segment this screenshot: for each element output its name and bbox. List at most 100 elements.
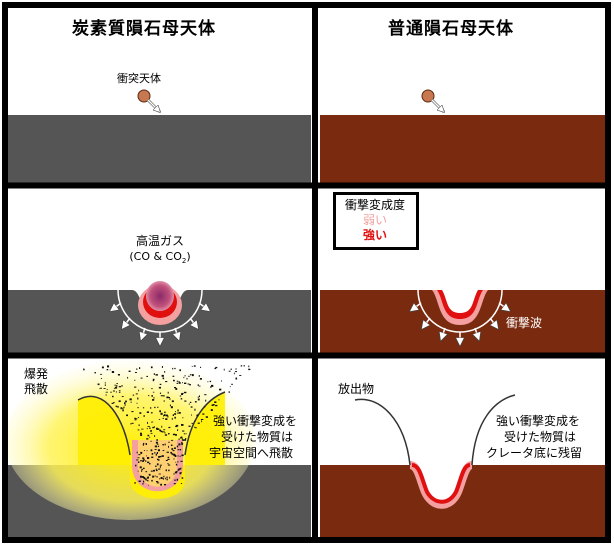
debris-speck [153, 469, 155, 472]
debris-speck [151, 388, 153, 390]
debris-speck [135, 372, 137, 373]
debris-speck [118, 400, 121, 402]
debris-speck [188, 425, 191, 427]
debris-speck [200, 366, 202, 368]
debris-speck [196, 414, 198, 417]
debris-speck [134, 417, 136, 419]
debris-speck [158, 473, 161, 475]
debris-speck [166, 451, 169, 453]
debris-speck [194, 420, 196, 422]
debris-speck [127, 376, 129, 379]
debris-speck [151, 395, 153, 397]
debris-speck [159, 466, 161, 468]
shock-metamorphism-legend [333, 192, 419, 250]
debris-speck [120, 407, 122, 410]
debris-speck [145, 471, 148, 473]
debris-speck [136, 368, 138, 370]
debris-speck [178, 381, 180, 383]
debris-speck [138, 389, 140, 392]
debris-speck [156, 476, 158, 478]
debris-speck [107, 365, 110, 368]
label-shock-wave: 衝撃波 [506, 316, 543, 330]
debris-speck [181, 437, 183, 440]
label-impactor: 衝突天体 [117, 72, 161, 85]
debris-speck [149, 474, 151, 476]
debris-speck [129, 398, 132, 401]
debris-speck [148, 484, 149, 486]
debris-speck [167, 391, 169, 394]
debris-speck [166, 478, 168, 481]
debris-speck [143, 467, 145, 470]
debris-speck [179, 455, 181, 457]
debris-speck [155, 441, 158, 444]
debris-speck [135, 464, 137, 467]
debris-speck [140, 434, 143, 436]
debris-speck [197, 384, 199, 386]
debris-speck [151, 421, 153, 423]
debris-speck [168, 397, 170, 399]
debris-speck [169, 476, 171, 479]
debris-speck [150, 407, 152, 409]
debris-speck [111, 371, 115, 373]
debris-speck [125, 400, 127, 403]
crater-left-2 [138, 281, 182, 325]
debris-speck [157, 445, 160, 447]
debris-speck [174, 416, 176, 419]
debris-speck [160, 431, 163, 433]
debris-speck [162, 450, 165, 451]
debris-speck [184, 382, 187, 384]
label-hot-gas: 高温ガス [135, 234, 184, 248]
debris-speck [197, 398, 200, 401]
debris-speck [170, 444, 173, 446]
debris-speck [155, 465, 157, 467]
legend-title: 衝撃変成度 [344, 198, 405, 212]
debris-speck [172, 453, 176, 456]
debris-speck [118, 390, 121, 392]
debris-speck [174, 479, 176, 481]
debris-speck [229, 386, 231, 388]
debris-speck [167, 415, 169, 418]
debris-speck [186, 377, 188, 380]
debris-speck [156, 463, 159, 466]
debris-speck [130, 401, 132, 403]
debris-speck [147, 476, 149, 479]
debris-speck [142, 457, 145, 459]
debris-speck [231, 383, 233, 385]
debris-speck [158, 456, 160, 458]
debris-speck [182, 382, 183, 384]
debris-speck [121, 385, 123, 387]
debris-speck [214, 401, 217, 403]
debris-speck [172, 433, 176, 436]
debris-speck [174, 367, 176, 370]
debris-speck [111, 402, 114, 404]
debris-speck [159, 429, 161, 432]
impactor-right [421, 89, 446, 114]
debris-speck [153, 397, 155, 399]
debris-speck [183, 433, 186, 435]
debris-speck [178, 468, 181, 470]
debris-speck [132, 394, 135, 396]
label-ejecta: 放出物 [338, 382, 375, 396]
debris-speck [118, 386, 121, 388]
debris-speck [140, 460, 143, 462]
debris-speck [147, 421, 148, 424]
debris-speck [168, 433, 169, 435]
ground-ordinary-3 [320, 465, 605, 538]
debris-speck [139, 412, 142, 414]
label-gas-formula: (CO & CO2) [129, 250, 191, 266]
debris-speck [152, 391, 155, 393]
debris-speck [235, 377, 238, 380]
debris-speck [169, 404, 171, 407]
debris-speck [172, 367, 174, 370]
debris-speck [146, 438, 149, 440]
debris-speck [138, 480, 141, 482]
debris-speck [146, 375, 148, 377]
debris-speck [180, 436, 183, 439]
debris-speck [165, 469, 167, 471]
debris-speck [159, 383, 162, 385]
debris-speck [167, 463, 169, 465]
debris-speck [205, 399, 207, 402]
debris-speck [142, 388, 144, 390]
debris-speck [149, 436, 151, 438]
debris-speck [230, 368, 232, 370]
